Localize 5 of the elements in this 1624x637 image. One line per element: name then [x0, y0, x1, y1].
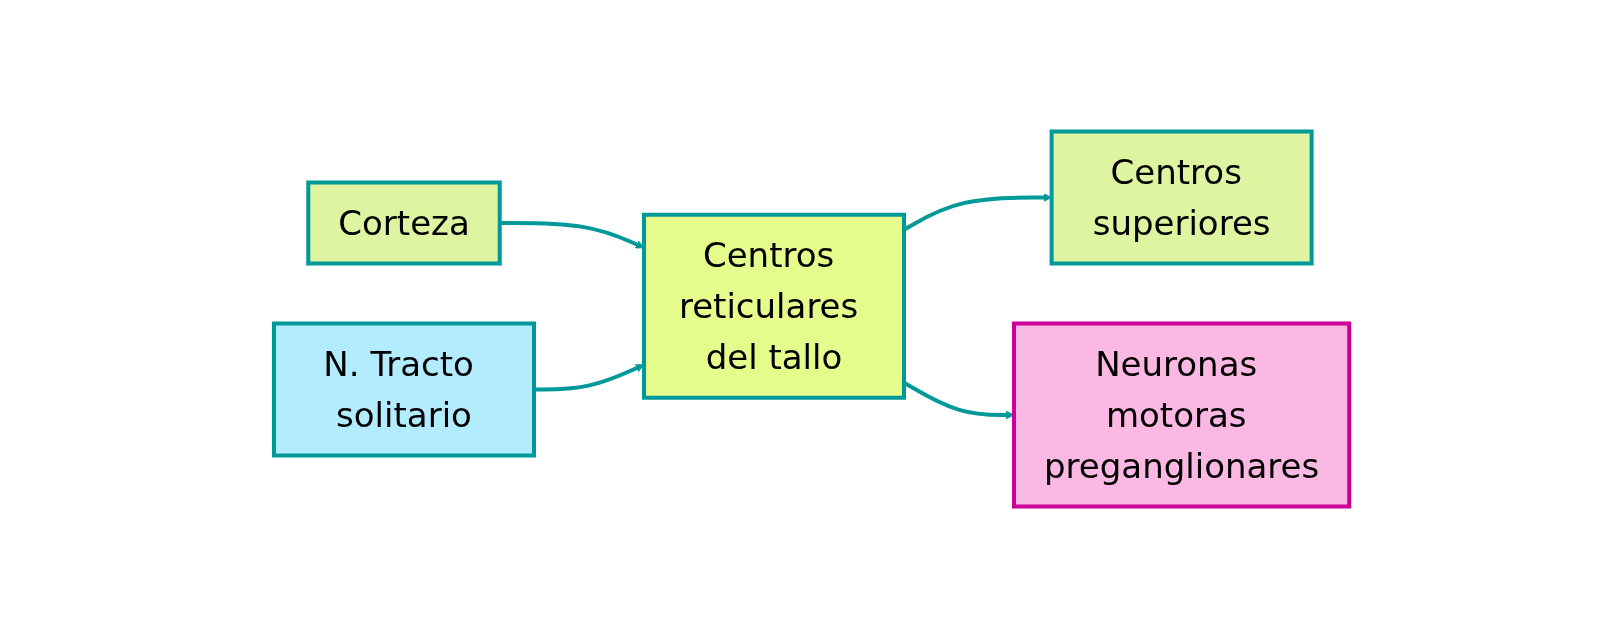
node-box: Centros superiores [1050, 129, 1314, 265]
node-box: Centros reticulares del tallo [642, 212, 907, 400]
node-box: Neuronas motoras preganglionares [1012, 321, 1352, 508]
node-box: N. Tracto solitario [272, 321, 537, 457]
node-box: Corteza [306, 180, 503, 265]
